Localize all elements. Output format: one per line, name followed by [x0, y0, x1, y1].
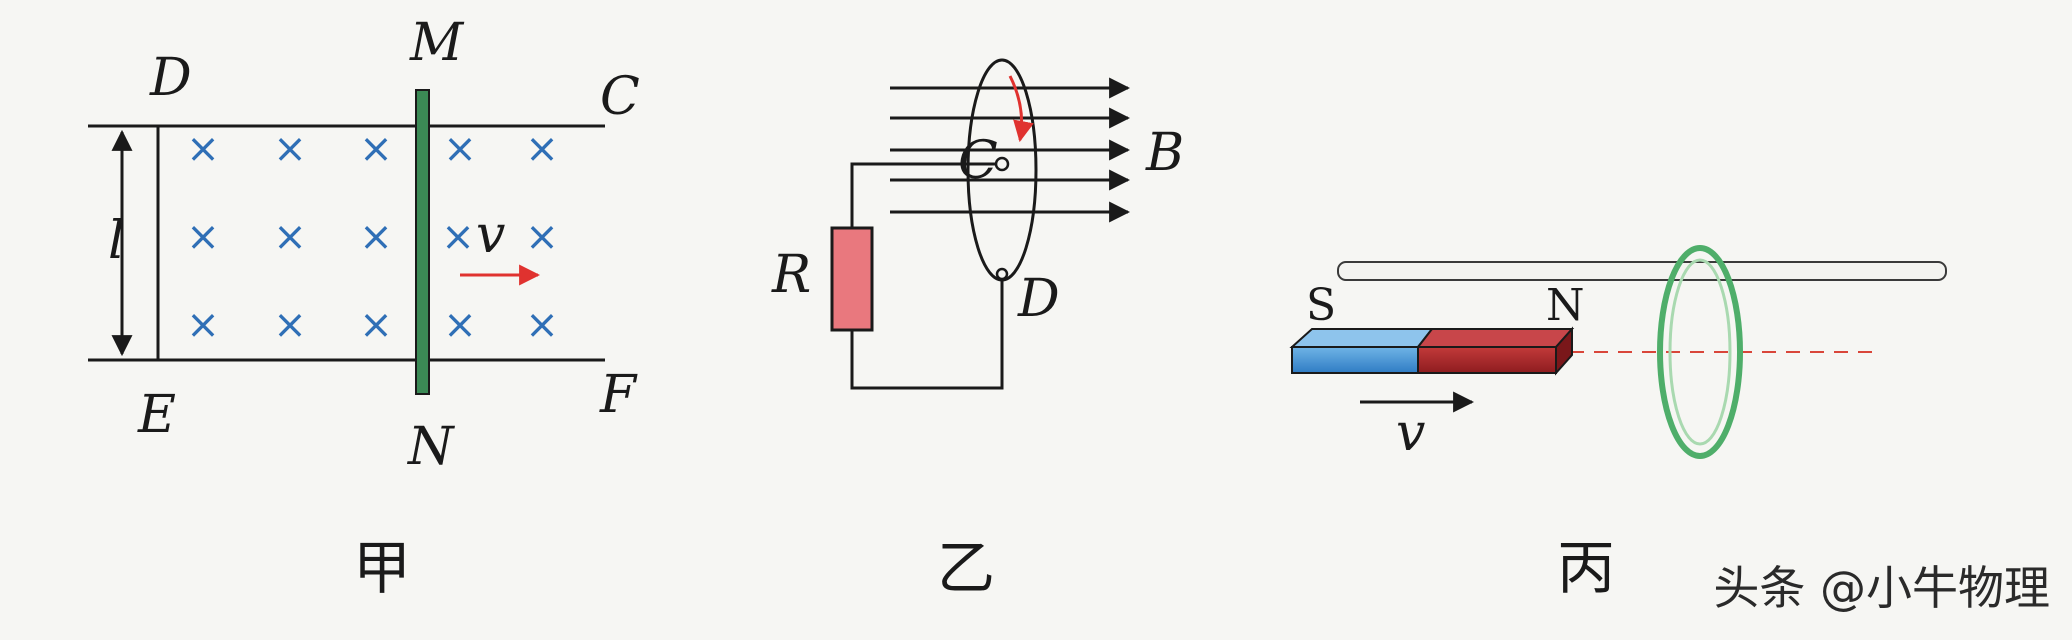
label-M: M	[409, 13, 465, 73]
resistor-R	[830, 226, 874, 332]
label-F: F	[599, 365, 638, 425]
field-cross: ×	[273, 126, 307, 172]
metal-ring	[1657, 245, 1743, 459]
magnetic-field-crosses: × × × × × × × × × × × × × × ×	[186, 126, 559, 348]
label-B: B	[1145, 123, 1184, 183]
label-l: l	[108, 211, 125, 271]
caption-jia: 甲	[353, 534, 411, 602]
field-cross: ×	[525, 214, 559, 260]
horizontal-rod	[1337, 261, 1947, 281]
caption-yi: 乙	[937, 534, 995, 602]
field-cross: ×	[186, 214, 220, 260]
label-C-yi: C	[958, 131, 998, 191]
axle-contact-C	[994, 156, 1010, 172]
label-C-jia: C	[600, 67, 640, 127]
caption-bing: 丙	[1557, 534, 1615, 602]
circuit-wire	[850, 162, 996, 228]
panel-bing: S N v	[1289, 245, 1947, 463]
field-cross: ×	[186, 126, 220, 172]
label-v-bing: v	[1396, 403, 1425, 463]
magnet-end-face	[1555, 326, 1573, 376]
label-S: S	[1306, 280, 1336, 331]
bar-magnet	[1289, 326, 1575, 376]
label-N-jia: N	[406, 417, 455, 477]
ring-inner	[1668, 258, 1732, 446]
field-cross: ×	[186, 302, 220, 348]
field-cross: ×	[443, 126, 477, 172]
field-cross: ×	[359, 126, 393, 172]
magnet-n-pole	[1417, 346, 1557, 374]
rotation-arrow	[1008, 75, 1034, 143]
field-cross: ×	[525, 126, 559, 172]
label-v-jia: v	[476, 205, 505, 265]
field-cross: ×	[359, 214, 393, 260]
field-cross: ×	[525, 302, 559, 348]
field-cross: ×	[441, 214, 475, 260]
ring-outer	[1657, 245, 1743, 459]
label-N-bing: N	[1546, 280, 1585, 331]
rod-mn	[415, 89, 430, 395]
field-cross: ×	[273, 302, 307, 348]
field-cross: ×	[443, 302, 477, 348]
circuit-wire	[850, 279, 1004, 390]
panel-yi: C B R D	[771, 58, 1184, 390]
field-cross: ×	[273, 214, 307, 260]
rim-contact-D	[995, 267, 1009, 281]
magnet-n-pole-top	[1415, 328, 1575, 348]
field-cross: ×	[359, 302, 393, 348]
magnet-s-pole	[1291, 346, 1419, 374]
label-R: R	[771, 245, 811, 305]
panel-jia: × × × × × × × × × × × × × × × D M C l v …	[88, 13, 640, 477]
label-D-jia: D	[149, 48, 192, 108]
label-E: E	[137, 385, 176, 445]
watermark: 头条 @小牛物理	[1713, 561, 2050, 615]
magnet-s-pole-top	[1289, 328, 1435, 348]
label-D-yi: D	[1017, 269, 1060, 329]
